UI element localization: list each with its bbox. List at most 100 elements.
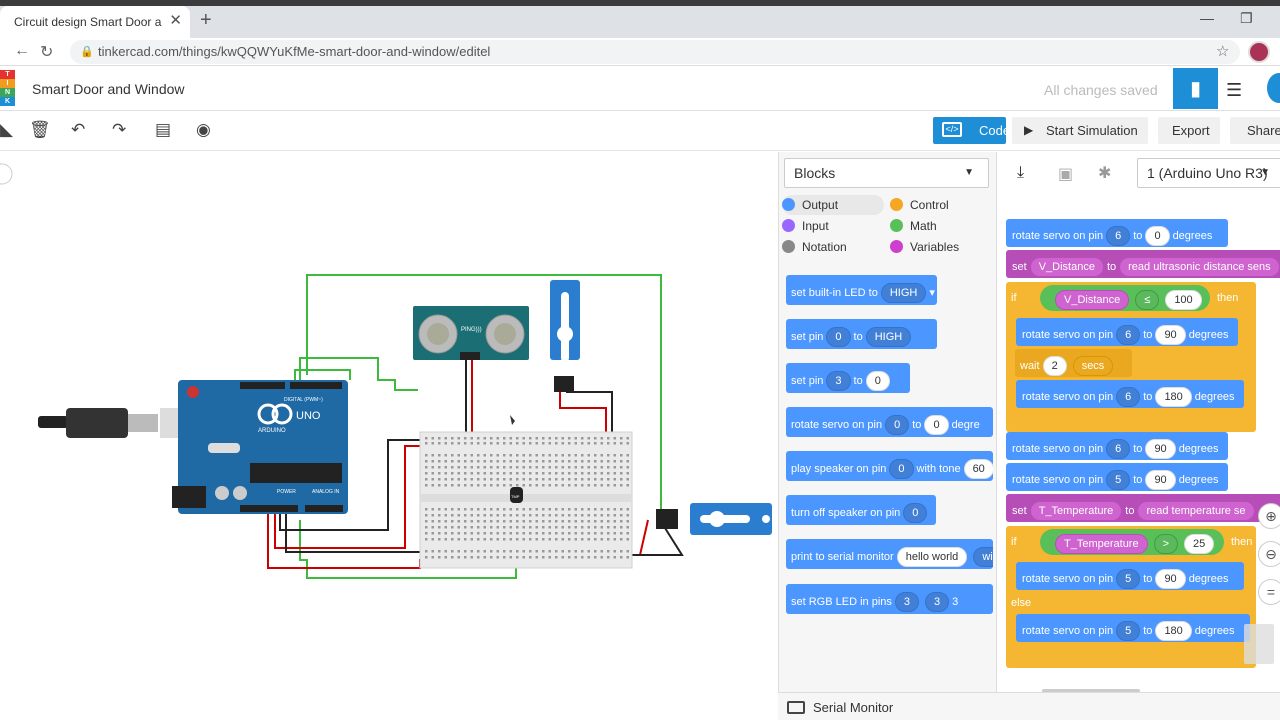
rotate-icon[interactable]: ◣ (0, 120, 14, 139)
then-keyword: then (1231, 536, 1253, 548)
condition-temperature[interactable]: T_Temperature>25 (1040, 529, 1224, 555)
horizontal-scrollbar[interactable] (1042, 689, 1140, 693)
breadboard-hole (561, 526, 564, 529)
zoom-out-icon[interactable]: ⊖ (1258, 541, 1280, 567)
circuit-view-button[interactable]: ▮ (1173, 68, 1218, 109)
url-field[interactable]: 🔒 tinkercad.com/things/kwQQWYuKfMe-smart… (70, 40, 1240, 64)
breadboard-hole (477, 514, 480, 517)
breadboard-hole (522, 550, 525, 553)
breadboard-hole (620, 532, 623, 535)
redo-icon[interactable]: ↷ (112, 120, 127, 139)
breadboard-hole (438, 454, 441, 457)
condition-distance[interactable]: V_Distance≤100 (1040, 285, 1210, 311)
browser-tab[interactable]: Circuit design Smart Door and W ✕ (0, 6, 190, 38)
breadboard-hole (483, 437, 486, 440)
category-notation[interactable]: Notation (782, 240, 847, 254)
maximize-icon[interactable]: ❐ (1240, 10, 1253, 26)
breadboard-hole (516, 478, 519, 481)
breadboard-hole (490, 508, 493, 511)
share-button[interactable]: Share (1230, 117, 1280, 144)
undo-icon[interactable]: ↶ (71, 120, 86, 139)
breadboard-hole (451, 466, 454, 469)
visibility-icon[interactable]: ◉ (196, 120, 211, 139)
category-math[interactable]: Math (890, 219, 937, 233)
variables-dot-icon (890, 240, 903, 253)
new-tab-icon[interactable]: + (200, 9, 212, 31)
digital-pins-label: DIGITAL (PWM~) (284, 397, 323, 403)
breadboard-hole (607, 550, 610, 553)
breadboard-hole (425, 550, 428, 553)
sensor-label: TMP (511, 494, 520, 499)
breadboard-hole (561, 532, 564, 535)
export-button[interactable]: Export (1158, 117, 1220, 144)
category-variables[interactable]: Variables (890, 240, 959, 254)
breadboard-hole (483, 508, 486, 511)
breadboard-hole (587, 556, 590, 559)
board-selector[interactable]: 1 (Arduino Uno R3) ▼ (1137, 158, 1280, 188)
breadboard-hole (490, 466, 493, 469)
breadboard-hole (503, 484, 506, 487)
breadboard-hole (516, 454, 519, 457)
bookmark-star-icon[interactable]: ☆ (1216, 43, 1230, 60)
breadboard-hole (600, 526, 603, 529)
breadboard-hole (607, 437, 610, 440)
category-output[interactable]: Output (782, 198, 838, 212)
blocks-dropdown[interactable]: Blocks ▼ (784, 158, 989, 188)
serial-monitor-toggle[interactable]: Serial Monitor (778, 692, 1280, 720)
start-simulation-button[interactable]: ▶ Start Simulation (1012, 117, 1148, 144)
play-icon: ▶ (1024, 123, 1034, 137)
browser-profile-avatar[interactable] (1248, 41, 1270, 63)
notes-icon[interactable]: ▤ (155, 120, 172, 139)
close-tab-icon[interactable]: ✕ (169, 12, 182, 29)
breadboard-hole (561, 437, 564, 440)
breadboard-hole (516, 442, 519, 445)
project-title[interactable]: Smart Door and Window (32, 81, 185, 97)
back-icon[interactable]: ← (14, 42, 30, 59)
breadboard-hole (535, 520, 538, 523)
tab-title: Circuit design Smart Door and W (14, 15, 162, 29)
input-dot-icon (782, 219, 795, 232)
breadboard-hole (490, 442, 493, 445)
circuit-canvas[interactable]: UNO ARDUINO DIGITAL (PWM~) POWER ANALOG … (0, 152, 778, 720)
zoom-in-icon[interactable]: ⊕ (1258, 503, 1280, 529)
upload-device-icon[interactable]: ▣ (1058, 166, 1074, 183)
fit-view-icon[interactable]: = (1258, 579, 1280, 605)
code-button[interactable]: </> Code (933, 117, 1010, 144)
delete-icon[interactable]: 🗑 (29, 120, 51, 139)
breadboard-hole (548, 508, 551, 511)
category-control[interactable]: Control (890, 198, 949, 212)
minimize-icon[interactable]: — (1200, 10, 1214, 26)
breadboard-hole (548, 484, 551, 487)
breadboard-hole (470, 472, 473, 475)
category-input[interactable]: Input (782, 219, 829, 233)
trash-icon[interactable] (1244, 624, 1274, 664)
download-icon[interactable]: ⤓ (1017, 164, 1025, 181)
debugger-bug-icon[interactable]: ✱ (1098, 165, 1112, 182)
breadboard-hole (581, 437, 584, 440)
output-dot-icon (782, 198, 795, 211)
if-keyword: if (1011, 292, 1017, 304)
logo-letter: K (0, 97, 15, 106)
breadboard-hole (542, 508, 545, 511)
breadboard-hole (444, 532, 447, 535)
reload-icon[interactable]: ↻ (40, 44, 54, 61)
component-list-button[interactable]: ☰ (1226, 80, 1243, 100)
